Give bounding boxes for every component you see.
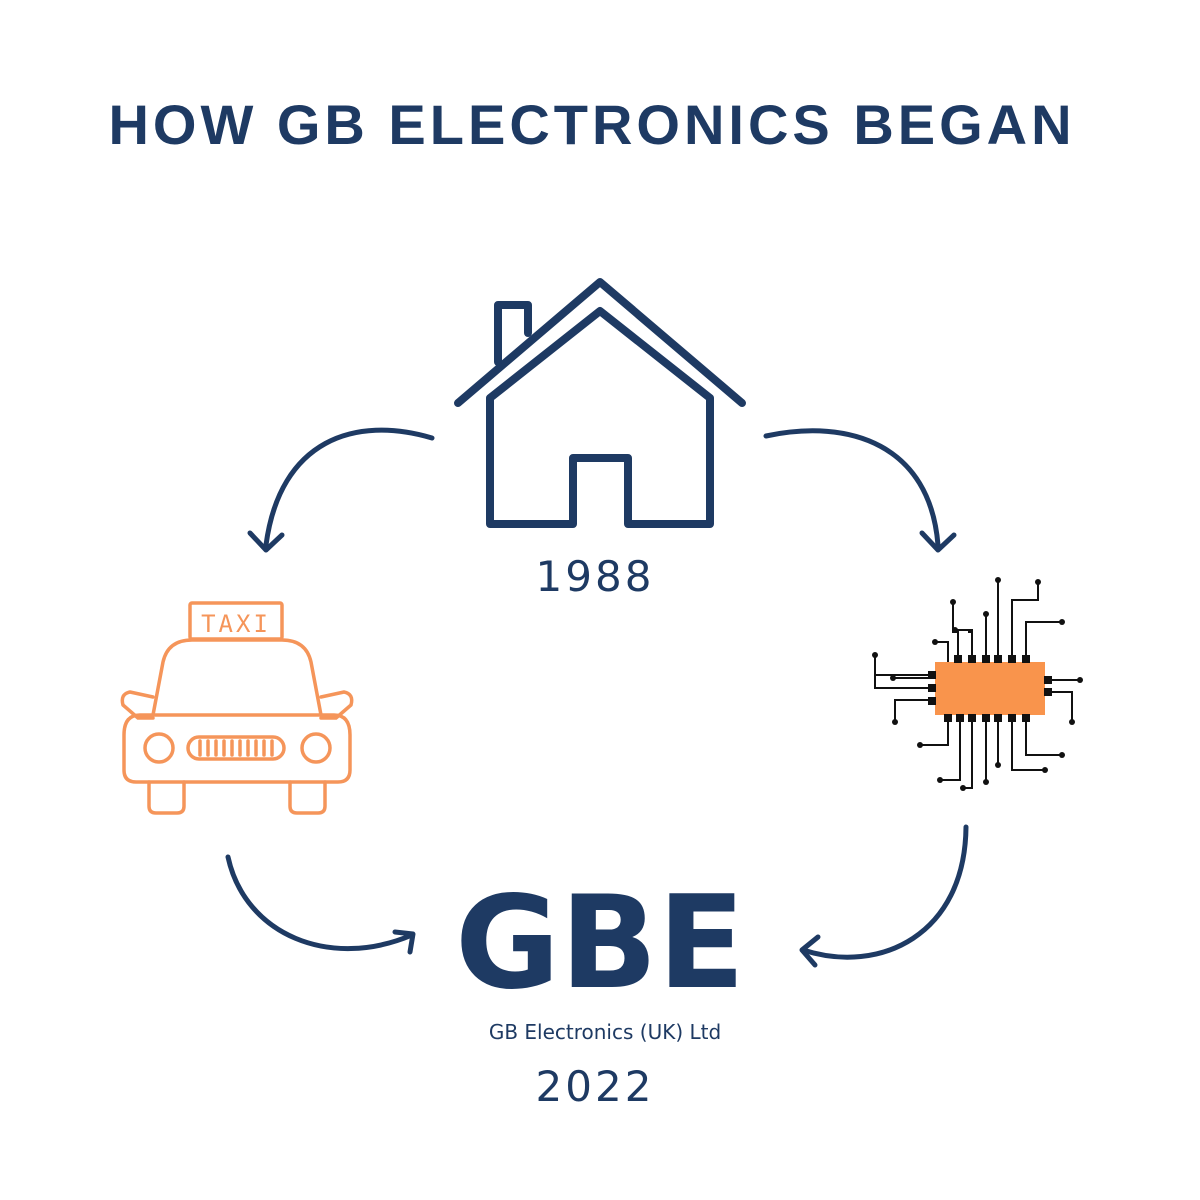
gbe-logo: GBE bbox=[454, 869, 746, 1018]
microchip-icon bbox=[872, 577, 1083, 791]
arrow-house-to-chip bbox=[763, 428, 957, 553]
company-name: GB Electronics (UK) Ltd bbox=[488, 1020, 722, 1044]
arrows bbox=[225, 427, 969, 968]
house-icon bbox=[454, 278, 746, 528]
year-end: 2022 bbox=[535, 1062, 655, 1111]
arrow-chip-to-logo bbox=[799, 824, 969, 968]
taxi-icon: TAXI bbox=[120, 601, 354, 815]
arrow-taxi-to-logo bbox=[225, 854, 416, 955]
taxi-sign-label: TAXI bbox=[201, 610, 271, 638]
arrow-house-to-taxi bbox=[247, 427, 435, 553]
year-start: 1988 bbox=[535, 552, 655, 601]
page-title: HOW GB ELECTRONICS BEGAN bbox=[108, 93, 1076, 156]
